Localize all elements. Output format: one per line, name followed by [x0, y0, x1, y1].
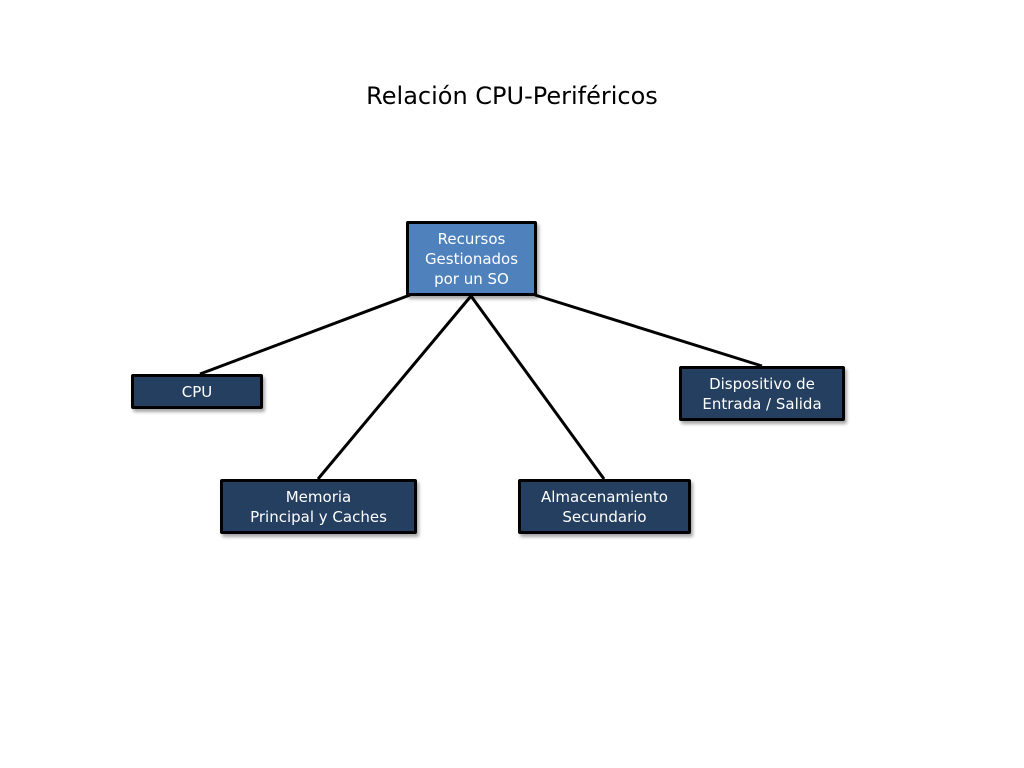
connector-root-cpu: [199, 293, 411, 376]
connector-root-memory: [316, 295, 473, 480]
node-recursos-gestionados: Recursos Gestionados por un SO: [406, 221, 537, 296]
node-dispositivo-es-label: Dispositivo de Entrada / Salida: [702, 374, 822, 413]
node-almacenamiento: Almacenamiento Secundario: [518, 479, 691, 534]
node-cpu: CPU: [131, 374, 263, 409]
connector-root-storage: [469, 295, 606, 480]
node-cpu-label: CPU: [181, 382, 213, 401]
node-memoria: Memoria Principal y Caches: [220, 479, 417, 534]
connector-root-io: [534, 293, 763, 368]
node-recursos-gestionados-label: Recursos Gestionados por un SO: [424, 229, 519, 288]
slide-title: Relación CPU-Periféricos: [366, 82, 658, 110]
node-almacenamiento-label: Almacenamiento Secundario: [541, 487, 668, 526]
node-dispositivo-es: Dispositivo de Entrada / Salida: [679, 366, 845, 421]
node-memoria-label: Memoria Principal y Caches: [250, 487, 387, 526]
